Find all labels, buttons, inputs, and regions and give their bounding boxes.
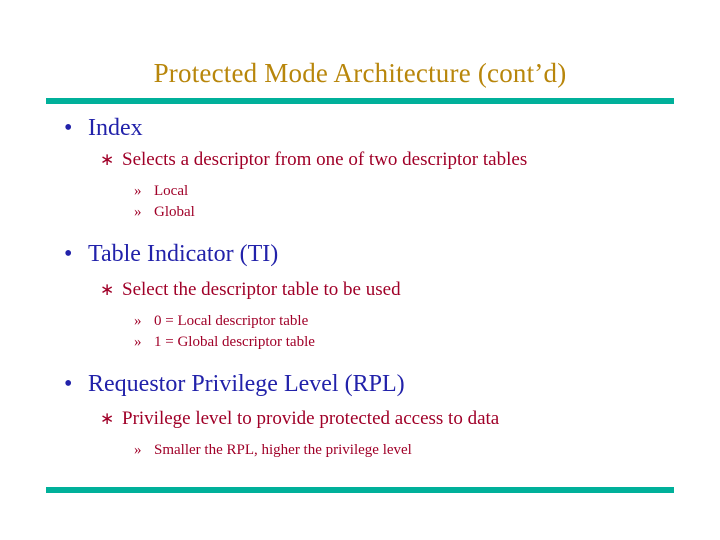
bullet-glyph-level1-icon: •: [64, 115, 73, 141]
bullet-level3-global-descriptor-table: » 1 = Global descriptor table: [46, 333, 686, 352]
bullet-glyph-level3-icon: »: [134, 312, 142, 329]
bullet-text: Table Indicator (TI): [88, 241, 279, 268]
bullet-text: Index: [88, 115, 143, 141]
bullet-level2-privilege-level-access: ∗ Privilege level to provide protected a…: [46, 408, 686, 431]
bullet-text: Requestor Privilege Level (RPL): [88, 370, 405, 397]
bullet-text: Global: [154, 204, 195, 221]
bullet-level2-selects-descriptor: ∗ Selects a descriptor from one of two d…: [46, 149, 686, 172]
page-title: Protected Mode Architecture (cont’d): [153, 58, 567, 88]
bullet-text: Local: [154, 183, 189, 200]
bullet-level1-table-indicator: • Table Indicator (TI): [46, 240, 686, 268]
bullet-glyph-level1-icon: •: [64, 241, 73, 268]
bullet-text: 1 = Global descriptor table: [154, 333, 315, 350]
bullet-text: Select the descriptor table to be used: [122, 278, 401, 300]
bullet-text: Smaller the RPL, higher the privilege le…: [154, 442, 412, 459]
title-divider-top: [46, 98, 674, 104]
bullet-level3-global: » Global: [46, 203, 686, 222]
bullet-glyph-level2-icon: ∗: [100, 150, 115, 170]
bullet-level2-select-descriptor-table: ∗ Select the descriptor table to be used: [46, 279, 686, 302]
bullet-glyph-level2-icon: ∗: [100, 279, 115, 299]
bullet-level3-smaller-rpl: » Smaller the RPL, higher the privilege …: [46, 441, 686, 460]
bullet-glyph-level1-icon: •: [64, 370, 73, 397]
bullet-level1-index: • Index: [46, 114, 686, 142]
bullet-glyph-level3-icon: »: [134, 333, 142, 350]
slide-body: • Index ∗ Selects a descriptor from one …: [46, 112, 686, 460]
bullet-text: Privilege level to provide protected acc…: [122, 408, 500, 430]
bullet-glyph-level3-icon: »: [134, 204, 142, 221]
bullet-level3-local-descriptor-table: » 0 = Local descriptor table: [46, 312, 686, 331]
bullet-text: 0 = Local descriptor table: [154, 312, 309, 329]
bullet-glyph-level2-icon: ∗: [100, 409, 115, 429]
bullet-glyph-level3-icon: »: [134, 442, 142, 459]
bullet-level1-requestor-privilege-level: • Requestor Privilege Level (RPL): [46, 370, 686, 398]
bullet-level3-local: » Local: [46, 182, 686, 201]
bullet-glyph-level3-icon: »: [134, 183, 142, 200]
bullet-text: Selects a descriptor from one of two des…: [122, 149, 528, 171]
footer-divider-bottom: [46, 487, 674, 493]
